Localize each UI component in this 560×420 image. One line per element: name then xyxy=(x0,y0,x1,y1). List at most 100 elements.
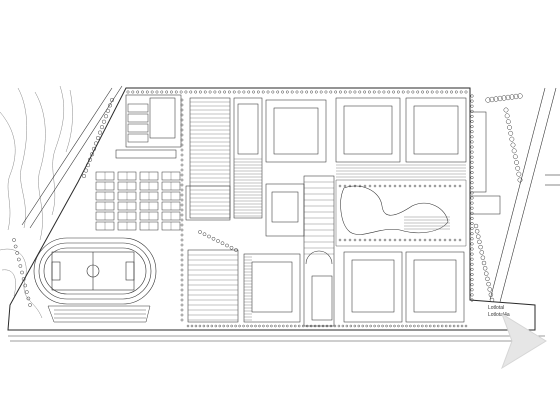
tree xyxy=(377,90,381,94)
tree xyxy=(401,324,404,328)
tree xyxy=(470,257,474,261)
tree xyxy=(345,324,349,328)
tree xyxy=(403,238,407,242)
tree xyxy=(337,324,341,328)
tree xyxy=(501,95,507,101)
tree xyxy=(470,247,474,251)
tree xyxy=(425,324,428,328)
tree xyxy=(515,165,521,171)
tree xyxy=(470,135,474,139)
tree xyxy=(470,206,474,210)
tree xyxy=(310,90,313,94)
tree xyxy=(23,283,28,288)
tree xyxy=(276,90,280,94)
tree xyxy=(488,292,494,297)
tree xyxy=(26,296,31,301)
tree xyxy=(262,324,265,328)
tree xyxy=(393,238,397,242)
tree xyxy=(97,130,103,135)
tree xyxy=(373,184,377,188)
tree xyxy=(349,324,353,328)
tree xyxy=(21,277,26,281)
tree xyxy=(180,318,184,322)
tree xyxy=(485,276,490,282)
tree xyxy=(180,183,184,187)
tree xyxy=(470,186,474,190)
tree xyxy=(458,238,462,242)
tree xyxy=(497,95,503,102)
tree xyxy=(213,90,217,94)
corner-note-2: Lotlotal4a xyxy=(488,312,510,318)
tree xyxy=(141,90,144,94)
tree xyxy=(338,238,342,242)
athletic-track xyxy=(33,237,157,323)
tree xyxy=(470,232,474,236)
tree xyxy=(180,268,184,272)
tree xyxy=(180,313,184,317)
tree xyxy=(413,324,416,328)
sports-courts xyxy=(95,103,181,231)
tree xyxy=(389,324,392,328)
tree xyxy=(237,90,241,94)
court xyxy=(127,113,149,123)
tree xyxy=(510,142,516,148)
tree xyxy=(474,229,480,234)
tree xyxy=(368,238,372,242)
tree xyxy=(180,278,184,282)
tree xyxy=(438,184,442,188)
tree xyxy=(18,264,23,268)
tree xyxy=(281,90,284,94)
tree xyxy=(408,184,412,188)
central-pond xyxy=(340,185,449,235)
tree xyxy=(403,184,407,188)
tree xyxy=(432,324,436,328)
tree xyxy=(180,173,184,177)
tree xyxy=(470,191,474,195)
play-triangle-watermark-icon xyxy=(501,312,547,370)
tree xyxy=(470,252,474,256)
tree xyxy=(353,90,357,94)
tree xyxy=(105,108,111,113)
tree xyxy=(343,184,347,188)
tree xyxy=(180,248,184,252)
tree xyxy=(180,208,184,212)
tree xyxy=(180,238,184,242)
tree xyxy=(511,148,517,154)
tree xyxy=(377,324,380,328)
tree xyxy=(207,234,211,239)
tree xyxy=(254,324,257,328)
tree xyxy=(470,176,474,180)
tree xyxy=(297,324,301,328)
tree xyxy=(180,298,184,302)
tree xyxy=(180,243,184,247)
court xyxy=(127,123,149,133)
tree xyxy=(194,324,198,328)
tree xyxy=(136,90,140,94)
tree xyxy=(229,245,234,250)
tree xyxy=(99,125,105,130)
tree xyxy=(493,96,499,102)
tree xyxy=(470,221,474,226)
tree xyxy=(28,303,32,307)
tree xyxy=(186,324,190,328)
tree xyxy=(470,104,474,108)
tree xyxy=(470,130,474,134)
tree xyxy=(373,324,376,328)
tree xyxy=(470,272,474,277)
tree xyxy=(482,266,488,271)
tree xyxy=(230,324,233,328)
tree xyxy=(180,218,184,222)
tree xyxy=(232,90,236,94)
tree xyxy=(180,263,184,267)
tree xyxy=(456,324,460,328)
tree xyxy=(93,141,99,146)
tree xyxy=(444,324,448,328)
tree xyxy=(338,184,342,188)
tree xyxy=(507,125,512,130)
tree xyxy=(285,90,289,94)
tree xyxy=(89,152,95,157)
tree xyxy=(180,178,184,182)
tree xyxy=(470,140,474,144)
tree xyxy=(295,90,299,94)
tree xyxy=(388,238,392,242)
